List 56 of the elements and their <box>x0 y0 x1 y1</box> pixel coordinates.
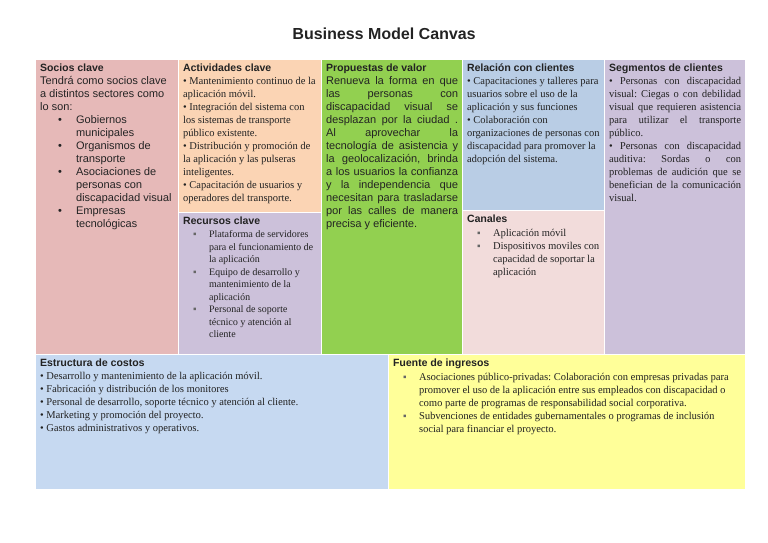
bullet-marker: • <box>58 114 62 127</box>
bullet-marker: ▪ <box>403 410 407 423</box>
canvas-block <box>463 60 605 211</box>
bullet-marker: ▪ <box>193 229 197 242</box>
canvas-block <box>605 60 746 355</box>
page-title: Business Model Canvas <box>292 26 476 44</box>
bullet-item: • Capacitaciones y talleres para usuarios sobre el uso de la aplicación y sus funciones <box>467 75 600 114</box>
bullet-item: • Marketing y promoción del proyecto. <box>40 409 204 422</box>
bullet-item: • Personas con discapacidad visual: Ciegas o con debilidad visual que requieren asistencia para utilizar el transporte público. <box>609 75 741 140</box>
body-text: Tendrá como socios clave a distintos sectores como lo son: <box>40 75 168 114</box>
bullet-marker: • <box>58 166 62 179</box>
bullet-item: • Capacitación de usuarios y operadores del transporte. <box>183 179 304 205</box>
bullet-item: • Integración del sistema con los sistemas de transporte público existente. <box>183 101 306 140</box>
bullet-marker: • <box>58 205 62 218</box>
bullet-marker: ▪ <box>477 240 481 253</box>
canvas-block <box>389 355 746 490</box>
bullet-item: Subvenciones de entidades gubernamentales o programas de inclusión social para financiar el proyecto. <box>419 410 716 436</box>
bullet-item: Asociaciones de personas con discapacidad visual <box>76 166 172 205</box>
bullet-item: • Fabricación y distribución de los monitores <box>40 383 230 396</box>
bullet-item: Aplicación móvil <box>493 227 568 240</box>
bullet-item: • Mantenimiento continuo de la aplicación móvil. <box>183 75 317 101</box>
bullet-item: • Distribución y promoción de la aplicación y las pulseras inteligentes. <box>183 140 312 179</box>
block-heading: Relación con clientes <box>467 62 576 74</box>
canvas-block <box>36 355 389 490</box>
block-heading: Propuestas de valor <box>326 62 428 74</box>
bullet-item: Equipo de desarrollo y mantenimiento de la aplicación <box>209 266 301 304</box>
bullet-marker: ▪ <box>403 371 407 384</box>
bullet-marker: ▪ <box>477 227 481 240</box>
block-heading: Recursos clave <box>183 215 262 227</box>
bullet-item: • Personas con discapacidad auditiva: Sordas o con problemas de audición que se benefician de la comunicación visual. <box>609 140 741 205</box>
canvas-block <box>179 213 322 355</box>
block-heading: Segmentos de clientes <box>609 62 724 74</box>
bullet-item: • Desarrollo y mantenimiento de la aplicación móvil. <box>40 370 264 383</box>
block-heading: Socios clave <box>40 62 105 74</box>
bullet-marker: • <box>58 140 62 153</box>
canvas-block <box>322 60 463 355</box>
bullet-marker: ▪ <box>193 266 197 279</box>
bullet-item: Organismos de transporte <box>76 140 152 166</box>
bullet-item: Gobiernos municipales <box>76 114 136 140</box>
canvas-block <box>36 60 179 355</box>
bullet-item: Plataforma de servidores para el funcionamiento de la aplicación <box>209 229 314 266</box>
bullet-item: Personal de soporte técnico y atención al cliente <box>209 304 292 342</box>
bullet-marker: ▪ <box>193 304 197 316</box>
bullet-item: Dispositivos moviles con capacidad de soportar la aplicación <box>493 240 600 279</box>
body-text: Renueva la forma en que las personas con discapacidad visual se desplazan por la ciudad . Al aprovechar la tecnología de asistencia y la geolocalización, brinda a los usuarios la confianza y la independencia que necesitan para trasladarse por las calles de manera precisa y eficiente. <box>326 75 458 231</box>
block-heading: Actividades clave <box>183 62 272 74</box>
block-heading: Fuente de ingresos <box>393 357 490 369</box>
canvas-block <box>179 60 322 213</box>
block-heading: Canales <box>467 213 508 225</box>
bullet-item: • Gastos administrativos y operativos. <box>40 422 200 435</box>
bullet-item: • Colaboración con organizaciones de personas con discapacidad para promover la adopción del sistema. <box>467 114 600 166</box>
block-heading: Estructura de costos <box>40 357 146 369</box>
bullet-item: Asociaciones público-privadas: Colaboración con empresas privadas para promover el uso de la aplicación entre sus empleados con discapacidad o como parte de programas de responsabilidad social corporativa. <box>419 371 730 410</box>
bullet-item: Empresas tecnológicas <box>76 205 138 231</box>
canvas-block <box>463 211 605 355</box>
bullet-item: • Personal de desarrollo, soporte técnico y atención al cliente. <box>40 396 300 409</box>
